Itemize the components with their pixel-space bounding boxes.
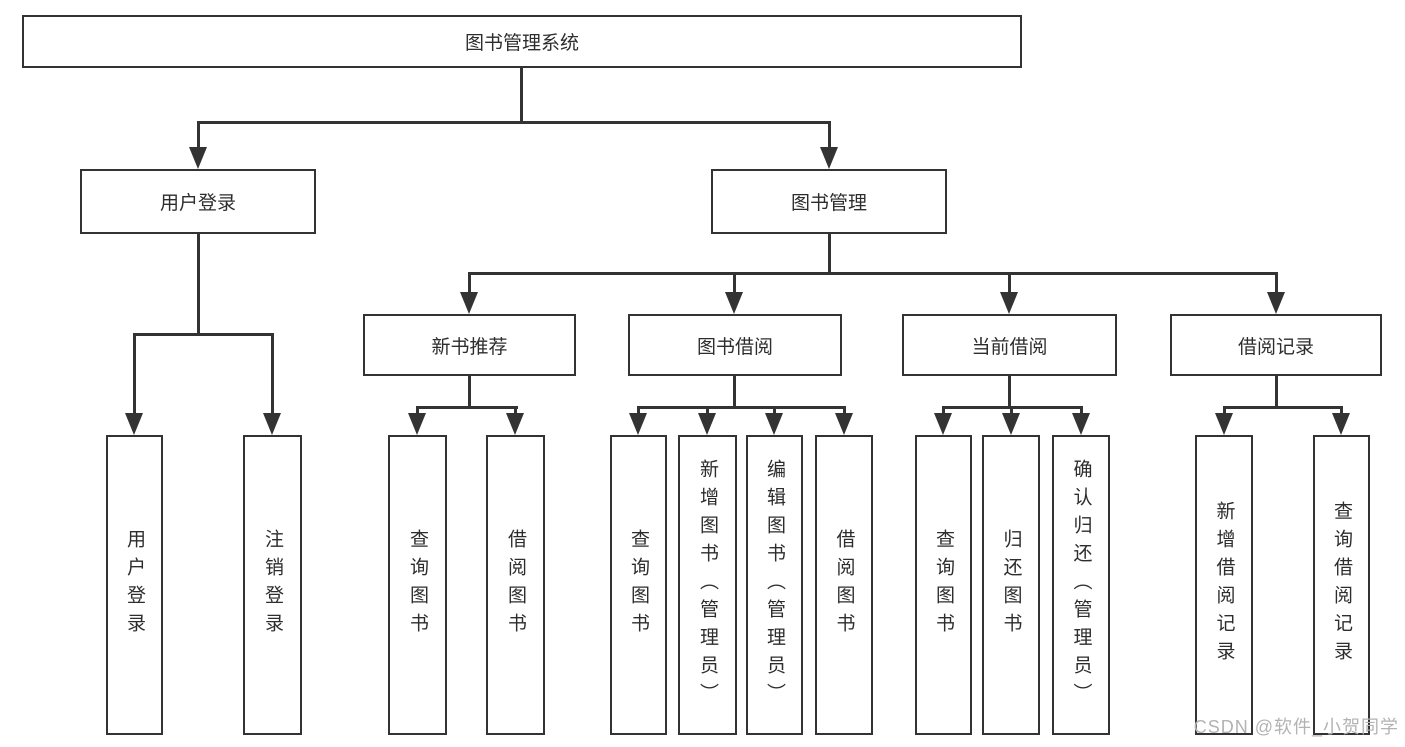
leaf-bb-add-book-admin: 新增图书（管理员）	[678, 435, 737, 735]
connector-line	[514, 406, 517, 416]
node-book-management: 图书管理	[711, 169, 947, 234]
leaf-br-add-record: 新增借阅记录	[1195, 435, 1253, 735]
connector-line	[637, 406, 640, 416]
node-current-borrow: 当前借阅	[902, 314, 1117, 376]
arrow-down	[629, 413, 647, 435]
leaf-user-login: 用户登录	[106, 435, 163, 735]
connector-line	[706, 406, 709, 416]
connector-line	[133, 333, 136, 415]
connector-line	[1008, 272, 1011, 294]
leaf-bb-edit-book-admin: 编辑图书（管理员）	[746, 435, 803, 735]
connector-line	[520, 68, 523, 124]
node-user-login: 用户登录	[80, 169, 316, 234]
connector-line	[133, 333, 274, 336]
leaf-cb-confirm-return-admin: 确认归还（管理员）	[1052, 435, 1110, 735]
leaf-br-query-record: 查询借阅记录	[1313, 435, 1370, 735]
arrow-down	[835, 413, 853, 435]
arrow-down	[506, 413, 524, 435]
leaf-cb-query-book: 查询图书	[915, 435, 972, 735]
connector-line	[942, 406, 945, 416]
node-book-borrow: 图书借阅	[628, 314, 842, 376]
arrow-down	[698, 413, 716, 435]
connector-line	[1008, 376, 1011, 409]
connector-line	[416, 406, 518, 409]
arrow-down	[408, 413, 426, 435]
arrow-down	[1002, 413, 1020, 435]
connector-line	[733, 376, 736, 409]
connector-line	[416, 406, 419, 416]
connector-line	[1340, 406, 1343, 416]
connector-line	[828, 121, 831, 150]
connector-line	[197, 121, 831, 124]
arrow-down	[460, 292, 478, 314]
connector-line	[1223, 406, 1226, 416]
leaf-bb-borrow-book: 借阅图书	[815, 435, 873, 735]
connector-line	[468, 272, 1278, 275]
connector-line	[1010, 406, 1013, 416]
arrow-down	[934, 413, 952, 435]
connector-line	[1275, 272, 1278, 294]
connector-line	[197, 234, 200, 336]
connector-line	[733, 272, 736, 294]
arrow-down	[189, 147, 207, 169]
connector-line	[1080, 406, 1083, 416]
arrow-down	[263, 413, 281, 435]
arrow-down	[1332, 413, 1350, 435]
node-root: 图书管理系统	[22, 15, 1022, 68]
arrow-down	[1267, 292, 1285, 314]
arrow-down	[125, 413, 143, 435]
connector-line	[1275, 376, 1278, 409]
arrow-down	[820, 147, 838, 169]
connector-line	[637, 406, 846, 409]
connector-line	[468, 272, 471, 294]
arrow-down	[1072, 413, 1090, 435]
arrow-down	[725, 292, 743, 314]
connector-line	[773, 406, 776, 416]
leaf-logout: 注销登录	[243, 435, 302, 735]
arrow-down	[1215, 413, 1233, 435]
leaf-bb-query-book: 查询图书	[610, 435, 667, 735]
arrow-down	[1000, 292, 1018, 314]
node-borrow-records: 借阅记录	[1170, 314, 1382, 376]
leaf-cb-return-book: 归还图书	[982, 435, 1040, 735]
connector-line	[1223, 406, 1343, 409]
csdn-watermark: CSDN @软件_小贺同学	[1193, 717, 1399, 737]
connector-line	[828, 234, 831, 275]
node-new-book-recommend: 新书推荐	[363, 314, 576, 376]
connector-line	[843, 406, 846, 416]
arrow-down	[765, 413, 783, 435]
connector-line	[271, 333, 274, 415]
leaf-nb-query-book: 查询图书	[388, 435, 447, 735]
leaf-nb-borrow-book: 借阅图书	[486, 435, 545, 735]
connector-line	[468, 376, 471, 409]
connector-line	[197, 121, 200, 150]
